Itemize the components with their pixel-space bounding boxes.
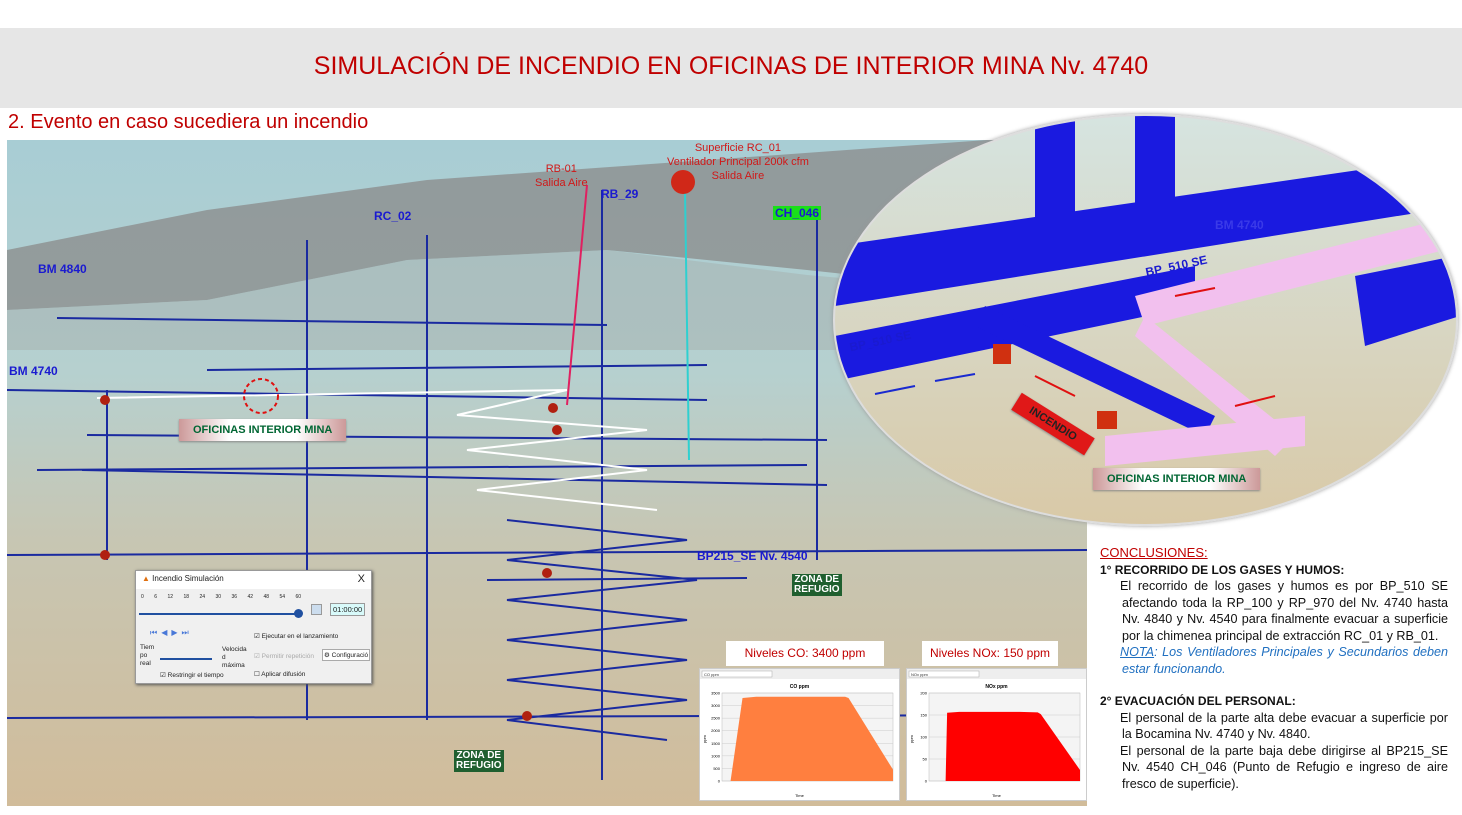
x-axis-label: Time <box>992 793 1002 798</box>
area-series <box>929 711 1080 781</box>
time-display: 01:00:00 <box>330 603 366 616</box>
chart-title: CO ppm <box>790 684 810 690</box>
timeline-tick: 30 <box>215 594 221 600</box>
timeline-tick: 6 <box>154 594 157 600</box>
fire-location-marker <box>243 378 279 414</box>
chart-select <box>908 670 980 678</box>
speed-slider[interactable] <box>160 658 212 660</box>
chart-select-value: NOx ppm <box>911 672 929 677</box>
main-fan-icon <box>671 170 695 194</box>
page-title: SIMULACIÓN DE INCENDIO EN OFICINAS DE IN… <box>313 52 1149 80</box>
y-tick-label: 50 <box>923 757 928 762</box>
prev-frame-button[interactable]: ◀ <box>161 628 168 637</box>
detail-label-bm4740: BM 4740 <box>1215 218 1264 232</box>
label-bm4840: BM 4840 <box>38 262 87 276</box>
y-tick-label: 0 <box>718 779 721 784</box>
x-axis-label: Time <box>795 793 805 798</box>
incendio-simulacion-dialog: ▲ Incendio Simulación X 0 6 12 18 24 30 36 42 48… <box>135 570 372 684</box>
tiempo-real-label: Tiem po real <box>140 644 155 667</box>
banner-chevron <box>1160 28 1230 108</box>
y-tick-label: 2500 <box>711 716 721 721</box>
section2-title: 2° EVACUACIÓN DEL PERSONAL: <box>1100 694 1296 708</box>
y-tick-label: 2000 <box>711 728 721 733</box>
dialog-titlebar: ▲ Incendio Simulación X <box>136 571 371 589</box>
fire-icon <box>993 344 1011 364</box>
close-button[interactable]: X <box>357 573 365 585</box>
y-tick-label: 3500 <box>711 691 721 696</box>
y-tick-label: 0 <box>925 779 928 784</box>
label-bm4740: BM 4740 <box>9 364 58 378</box>
timeline-tick: 18 <box>183 594 189 600</box>
y-tick-label: 200 <box>920 691 927 696</box>
chart-select <box>701 670 773 678</box>
conclusions: CONCLUSIONES: 1° RECORRIDO DE LOS GASES … <box>1100 545 1448 792</box>
chart-title: NOx ppm <box>985 684 1008 690</box>
nox-level-label: Niveles NOx: 150 ppm <box>922 641 1058 666</box>
co-level-label: Niveles CO: 3400 ppm <box>726 641 884 666</box>
chart-select-value: CO ppm <box>704 672 720 677</box>
timeline-ticks: 0 6 12 18 24 30 36 42 48 54 60 <box>141 594 301 600</box>
area-series <box>722 696 893 781</box>
permitir-checkbox[interactable]: ☑ Permitir repetición <box>254 653 315 660</box>
play-button[interactable]: ▶ <box>171 628 178 637</box>
y-axis-label: ppm <box>702 734 707 742</box>
label-bp215: BP215_SE Nv. 4540 <box>697 549 808 563</box>
timeline-tick: 36 <box>231 594 237 600</box>
chart-toolbar <box>700 669 899 679</box>
y-tick-label: 1500 <box>711 741 721 746</box>
conclusions-heading: CONCLUSIONES: <box>1100 545 1208 560</box>
timeline-tick: 0 <box>141 594 144 600</box>
detail-zoom-view: BP_510 SE BP_510 SE BM 4740 INCENDIO OFI… <box>833 114 1458 526</box>
mine-network <box>7 140 1087 780</box>
y-tick-label: 150 <box>920 713 927 718</box>
section2-text2: El personal de la parte baja debe dirigi… <box>1120 743 1448 791</box>
timeline-tick: 24 <box>199 594 205 600</box>
timeline-tick: 12 <box>167 594 173 600</box>
y-tick-label: 3000 <box>711 703 721 708</box>
add-icon[interactable] <box>311 604 322 615</box>
aplicar-checkbox[interactable]: ☐ Aplicar difusión <box>254 671 306 678</box>
timeline-tick: 60 <box>295 594 301 600</box>
timeline-tick: 48 <box>263 594 269 600</box>
timeline-slider[interactable] <box>139 609 303 618</box>
label-ch046: CH_046 <box>773 206 822 220</box>
y-tick-label: 1000 <box>711 753 721 758</box>
section2-text1: El personal de la parte alta debe evacua… <box>1120 710 1448 742</box>
y-tick-label: 500 <box>713 766 720 771</box>
label-rc02: RC_02 <box>374 209 412 223</box>
co-chart-panel: CO ppm CO ppm 0 500 1000 1500 2000 2500 3000 3500… <box>699 668 900 801</box>
flame-icon: ▲ <box>142 574 150 583</box>
y-axis-label: ppm <box>909 734 914 742</box>
label-rb29: RB_29 <box>601 187 639 201</box>
nota: NOTA: Los Ventiladores Principales y Sec… <box>1120 645 1448 676</box>
y-tick-label: 100 <box>920 735 927 740</box>
restringir-checkbox[interactable]: ☑ Restringir el tiempo <box>160 672 224 679</box>
oficinas-tag: OFICINAS INTERIOR MINA <box>179 419 347 441</box>
section1-title: 1° RECORRIDO DE LOS GASES Y HUMOS: <box>1100 562 1345 577</box>
section1-text: El recorrido de los gases y humos es por… <box>1120 579 1448 643</box>
last-frame-button[interactable]: ⏭ <box>181 628 189 637</box>
first-frame-button[interactable]: ⏮ <box>150 628 158 637</box>
detail-oficinas-tag: OFICINAS INTERIOR MINA <box>1093 468 1261 490</box>
ejecutar-checkbox[interactable]: ☑ Ejecutar en el lanzamiento <box>254 633 339 640</box>
timeline-tick: 42 <box>247 594 253 600</box>
chart-toolbar <box>907 669 1086 679</box>
playback-controls: ⏮◀▶⏭ <box>150 628 189 638</box>
detail-tunnels <box>835 116 1456 466</box>
timeline-tick: 54 <box>279 594 285 600</box>
dialog-title: Incendio Simulación <box>152 574 224 583</box>
configuracion-button[interactable]: ⚙ Configuració <box>322 649 371 661</box>
section-subtitle: 2. Evento en caso sucediera un incendio <box>8 111 369 133</box>
velocidad-label: Velocida d máxima <box>222 646 247 669</box>
